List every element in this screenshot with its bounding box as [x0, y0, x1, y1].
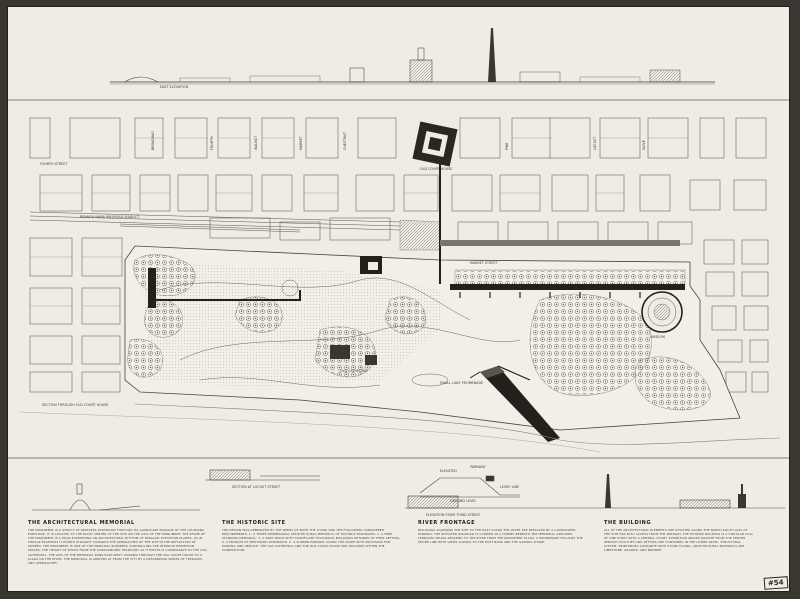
- street-name-vertical: LOCUST: [593, 136, 597, 150]
- street-name-vertical: WALNUT: [254, 135, 258, 150]
- historic-site-title: THE HISTORIC SITE: [222, 520, 286, 526]
- architectural-memorial-title: THE ARCHITECTURAL MEMORIAL: [28, 520, 135, 526]
- section-label-third: ELEVATION FROM THIRD STREET: [426, 513, 481, 517]
- levee-parkway: [150, 160, 685, 301]
- section-label-left: SECTION THROUGH OLD COURT HOUSE: [42, 403, 109, 407]
- top-elevation: [110, 28, 715, 85]
- diagram-label: ELEVATED: [440, 469, 457, 473]
- museum-rotunda: [641, 291, 683, 333]
- section-label-locust: SECTION AT LOCUST STREET: [232, 485, 281, 489]
- monument-wedge: [469, 365, 560, 442]
- river-frontage-body: BUILDINGS ADJOINING THE SITE TO THE EAST…: [418, 528, 583, 545]
- diagram-label: LEVEE LINE: [500, 485, 520, 489]
- building-body: ALL OF THE ARCHITECTURAL ELEMENTS ARE SI…: [604, 528, 754, 553]
- memorial-park: [124, 219, 741, 431]
- small-lake-label: SMALL LAKE PROMENADE: [440, 381, 484, 385]
- catalog-stamp: #54: [764, 576, 789, 590]
- museum-label: MUSEUM: [650, 335, 665, 339]
- building-title: THE BUILDING: [604, 520, 652, 526]
- street-name-vertical: MARKET: [299, 136, 303, 150]
- cathedral-label: OLD CATHEDRAL: [340, 369, 369, 373]
- street-name-vertical: PINE: [505, 142, 509, 150]
- railroad-label: PENNSYLVANIA RAILROAD VIADUCT: [80, 215, 140, 219]
- architectural-memorial-body: THE MONUMENT IS A STRUCT OF RESTLESS EXP…: [28, 528, 207, 565]
- old-court-house: [148, 121, 458, 365]
- historic-site-body: THE DESIGN WAS GENERATED BY THE NEEDS OF…: [222, 528, 401, 553]
- railroad-lines: [29, 211, 401, 233]
- bottom-sections: [32, 469, 785, 511]
- river-edge: [134, 403, 781, 445]
- street-name-vertical: FOURTH: [210, 136, 214, 150]
- diagram-label: PARKWAY: [470, 465, 486, 469]
- river-frontage-title: RIVER FRONTAGE: [418, 520, 476, 526]
- street-name-vertical: OLIVE: [642, 140, 646, 150]
- market-label: MARKET STREET: [470, 261, 498, 265]
- street-name-vertical: CHESTNUT: [343, 131, 347, 150]
- block-subdivisions: [30, 137, 688, 307]
- street-name-vertical: BROADWAY: [151, 130, 155, 150]
- street-label-fourth: FOURTH STREET: [40, 162, 68, 166]
- elevation-label: EAST ELEVATION: [160, 85, 189, 89]
- old-courthouse-label: OLD COURT HOUSE: [420, 167, 453, 171]
- diagram-label: GROUND LEVEL: [450, 499, 477, 503]
